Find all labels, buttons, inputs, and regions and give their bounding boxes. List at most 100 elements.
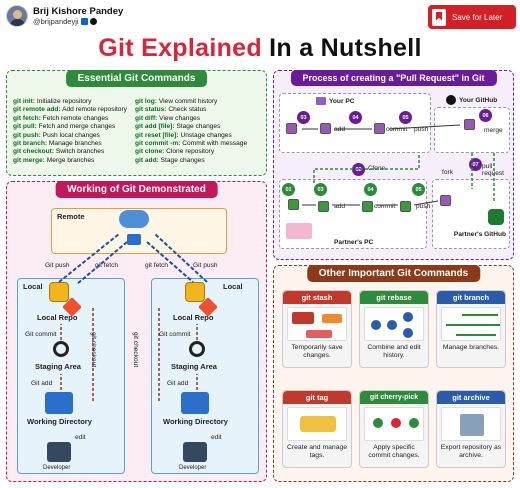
author-handle-row: @brijpandeyji [33,17,123,26]
command-desc: Push local changes [40,131,100,139]
cloud-icon [119,210,149,228]
working-dir-label-right: Working Directory [163,417,228,426]
command-name: git commit -m: [135,140,181,148]
command-item: git clone: Clone repository [135,148,263,156]
x-icon[interactable] [89,18,97,25]
your-pc-label: Your PC [329,97,355,105]
arrow-p-gh [413,200,439,206]
desk-icon [286,223,312,239]
command-item: git commit -m: Commit with message [135,140,263,148]
command-name: git reset [file]: [135,131,179,139]
command-desc: Clone repository [164,148,215,156]
step-p05-badge: 05 [412,183,425,196]
card-title: git archive [437,391,505,404]
pr-commit-label: commit [386,126,408,133]
command-name: git pull: [13,123,37,131]
local-repo-label-left: Local Repo [37,313,78,322]
push-arrow-right [154,233,208,283]
git-push-label-left: Git push [45,262,70,269]
git-add-label-left: Git add [31,380,53,387]
command-item: git checkout: Switch branches [13,148,135,156]
git-fetch-label-left: git fetch [95,262,119,269]
command-item: git add: Stage changes [135,157,263,165]
local-label-right: Local [223,282,243,291]
partner-github-icon [488,209,504,225]
command-name: git fetch: [13,114,41,122]
command-item: git add [file]: Stage changes [135,123,263,131]
git-add-label-right: Git add [167,380,189,387]
step-03-badge: 03 [297,111,310,124]
command-desc: Fetch remote changes [40,114,109,122]
working-dir-folder-left [45,392,73,414]
command-name: git log: [135,98,157,105]
pr-merge-label: merge [484,127,503,134]
essential-commands-panel: Essential Git Commands git init: Initial… [6,70,267,176]
command-item: git init: Initialize repository [13,98,135,106]
staging-label-left: Staging Area [35,362,81,371]
github-icon [446,95,456,105]
local-label-left: Local [23,282,43,291]
card-git-rebase: git rebase Combine and edit history. [359,290,429,368]
file-cube-2 [320,123,331,134]
local-repo-icon-right [185,282,205,302]
card-title: git tag [283,391,351,404]
tag-illustration [287,407,347,441]
working-dir-folder-right [181,392,209,414]
card-desc: Create and manage tags. [286,444,348,459]
command-desc: View commit history [156,98,218,105]
pr-arrows [302,124,495,206]
command-desc: Stage changes [174,123,221,131]
partners-pc-label: Partner's PC [334,239,374,246]
working-dir-label-left: Working Directory [27,417,92,426]
working-arrows [58,233,208,402]
partners-pc-area [279,179,427,249]
fetch-arrow-right [146,241,194,283]
developer-icon-right [183,442,207,462]
partner-cube-4 [400,201,411,212]
staging-label-right: Staging Area [171,362,217,371]
card-desc: Apply specific commit changes. [368,444,420,459]
bookmark-icon [432,8,446,26]
other-title: Other Important Git Commands [306,265,481,282]
partner-cube-3 [362,201,373,212]
edit-label-right: edit [211,434,222,441]
card-title: git branch [437,291,505,304]
command-item: git push: Push local changes [13,132,135,140]
command-name: git add: [135,156,159,164]
working-panel: Working of Git Demonstrated Remote Local… [6,181,267,482]
file-cube-3 [374,123,385,134]
partners-github-label: Partner's GitHub [453,231,507,238]
command-item: git log: View commit history [135,98,263,106]
pr-push-label: push [414,126,429,133]
file-cube-1 [286,123,297,134]
save-for-later-button[interactable]: Save for Later [428,5,516,29]
step-05-badge: 05 [399,111,412,124]
developer-label-right: Developer [179,465,207,471]
command-name: git branch: [13,140,48,148]
card-desc: Combine and edit history. [367,344,421,359]
remote-label: Remote [57,212,85,221]
laptop-icon [316,97,326,105]
card-title: git rebase [360,291,428,304]
git-commit-label-right: Git commit [159,331,191,338]
command-desc: Switch branches [54,148,105,156]
command-name: git clone: [135,148,165,156]
page-title: Git Explained In a Nutshell [0,34,520,63]
command-item: git diff: View changes [135,115,263,123]
card-title: git stash [283,291,351,304]
save-label: Save for Later [452,12,503,22]
title-part2: In a Nutshell [269,34,422,62]
your-github-label: Your GitHub [459,96,498,104]
command-name: git checkout: [13,148,55,156]
linkedin-icon[interactable] [80,18,88,25]
pr-title: Process of creating a "Pull Request" in … [290,70,497,86]
command-desc: Fetch and merge changes [36,123,116,131]
step-02-badge: 02 [352,163,365,176]
cherry-pick-illustration [364,407,424,441]
your-github-area [434,107,510,153]
author-name: Brij Kishore Pandey [33,6,124,17]
command-desc: Unstage changes [178,131,232,139]
git-commit-label-left: Git commit [25,331,57,338]
author-handle: @brijpandeyji [33,17,79,26]
